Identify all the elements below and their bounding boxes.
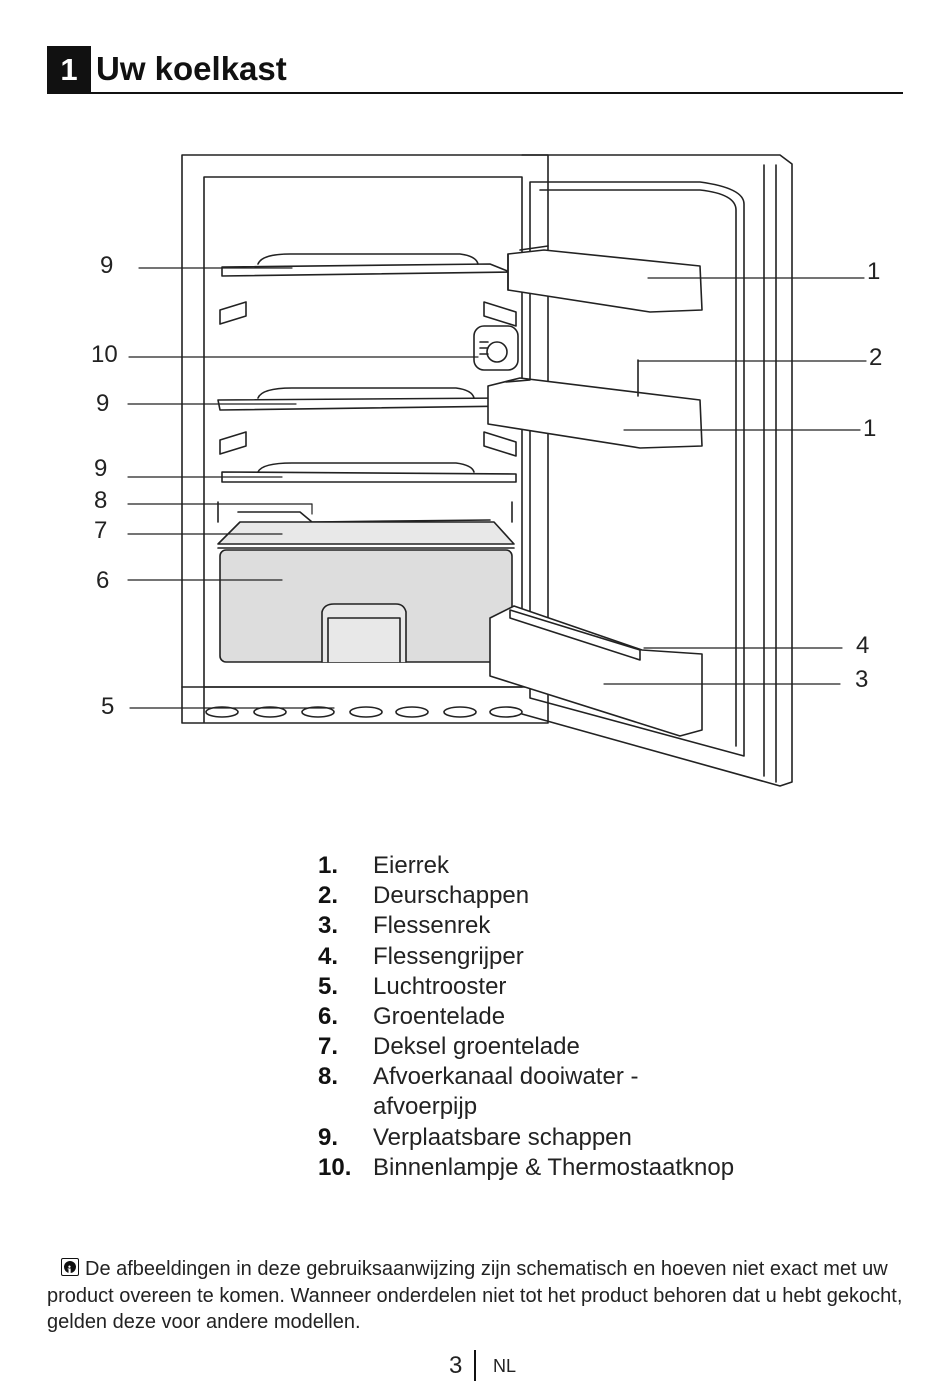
parts-legend: 1. Eierrek 2. Deurschappen 3. Flessenrek… xyxy=(318,851,918,1183)
door-outline xyxy=(521,154,793,787)
legend-label: Deurschappen xyxy=(373,882,530,910)
legend-number: 4. xyxy=(318,942,339,970)
fridge-diagram: 9 10 9 9 8 7 6 5 1 2 1 4 3 xyxy=(0,130,950,810)
disclaimer-note: De afbeeldingen in deze gebruiksaanwijzi… xyxy=(47,1256,905,1336)
legend-label: Groentelade xyxy=(373,1002,506,1030)
legend-label: Eierrek xyxy=(373,852,450,879)
legend-item: 7. Deksel groentelade xyxy=(318,1032,918,1062)
callout-10: 10 xyxy=(91,341,118,368)
legend-item: 6. Groentelade xyxy=(318,1002,918,1032)
callout-1-top: 1 xyxy=(867,258,881,285)
legend-number: 8. xyxy=(318,1063,339,1091)
callout-8: 8 xyxy=(94,487,108,514)
callout-9-top: 9 xyxy=(100,252,114,279)
callout-6: 6 xyxy=(96,567,110,594)
callout-4: 4 xyxy=(856,632,870,659)
note-text: De afbeeldingen in deze gebruiksaanwijzi… xyxy=(47,1258,903,1333)
shelf-bottom xyxy=(221,471,517,483)
air-vent xyxy=(205,706,523,718)
callout-2: 2 xyxy=(869,344,883,371)
callout-1-middle: 1 xyxy=(863,415,877,442)
legend-number: 10. xyxy=(318,1153,352,1181)
callout-5: 5 xyxy=(101,693,115,720)
callout-7: 7 xyxy=(94,517,108,544)
callout-3: 3 xyxy=(855,666,869,693)
legend-number: 1. xyxy=(318,852,339,879)
door-inner xyxy=(529,181,745,757)
legend-label: Flessenrek xyxy=(373,912,491,940)
legend-item: 1. Eierrek xyxy=(318,851,918,881)
legend-label: Deksel groentelade xyxy=(373,1033,580,1061)
callout-9-middle: 9 xyxy=(96,390,110,417)
cabinet-outline xyxy=(181,154,549,724)
legend-number: 7. xyxy=(318,1033,339,1061)
legend-label: Verplaatsbare schappen xyxy=(373,1123,632,1151)
crisper-lid xyxy=(217,521,515,545)
thermostat-knob xyxy=(486,341,508,363)
legend-number: 5. xyxy=(318,972,339,1000)
page-title: Uw koelkast xyxy=(96,50,287,87)
legend-number: 9. xyxy=(318,1123,339,1151)
language-code: NL xyxy=(493,1356,517,1376)
page-number: 3 xyxy=(449,1352,463,1379)
legend-item: 3. Flessenrek xyxy=(318,911,918,941)
legend-label: Luchtrooster xyxy=(373,972,507,1000)
footer-separator xyxy=(474,1350,476,1381)
legend-item: 10. Binnenlampje & Thermostaatknop xyxy=(318,1153,918,1183)
shelf-top xyxy=(221,263,511,277)
legend-label: Flessengrijper xyxy=(373,942,524,970)
thermostat-housing xyxy=(473,325,519,371)
legend-number: 3. xyxy=(318,912,339,940)
egg-tray xyxy=(507,249,703,313)
chapter-number: 1 xyxy=(47,46,91,93)
legend-number: 2. xyxy=(318,882,339,910)
bottle-rack xyxy=(489,605,703,737)
chapter-header: 1 Uw koelkast xyxy=(47,46,903,95)
header-divider xyxy=(47,92,903,94)
legend-item: 4. Flessengrijper xyxy=(318,942,918,972)
legend-item: 9. Verplaatsbare schappen xyxy=(318,1123,918,1153)
door-shelf xyxy=(487,377,703,449)
legend-number: 6. xyxy=(318,1002,339,1030)
legend-item: 8. Afvoerkanaal dooiwater - afvoerpijp xyxy=(318,1062,918,1122)
info-icon xyxy=(61,1258,79,1285)
callout-9-bottom: 9 xyxy=(94,455,108,482)
legend-label: Afvoerkanaal dooiwater - afvoerpijp xyxy=(373,1063,639,1121)
fridge-illustration xyxy=(127,154,867,787)
legend-label: Binnenlampje & Thermostaatknop xyxy=(373,1153,735,1181)
legend-item: 2. Deurschappen xyxy=(318,881,918,911)
page-footer: 3 NL xyxy=(0,1350,950,1381)
legend-item: 5. Luchtrooster xyxy=(318,972,918,1002)
